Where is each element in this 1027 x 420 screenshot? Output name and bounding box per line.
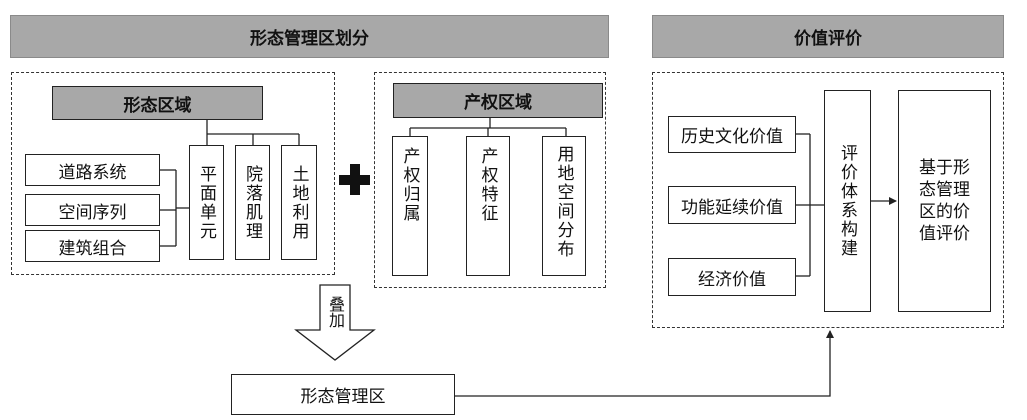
form-items-bracket: [160, 169, 189, 247]
evaluation-system-construction-label: 评价体系构建: [837, 144, 857, 258]
result-to-evaluation-connector: [455, 330, 834, 397]
form-item-spatial-sequence: 空间序列: [25, 194, 160, 226]
right-section-banner: 价值评价: [652, 15, 1004, 58]
plus-icon: [339, 164, 370, 195]
value-evaluation-container: [652, 72, 1004, 328]
property-column-ownership: 产权归属: [392, 136, 428, 276]
form-header-connector: [206, 120, 300, 145]
value-evaluation-output-label: 基于形 态管理 区的价 值评价: [919, 158, 970, 244]
form-column-land-use-label: 土地利用: [288, 164, 309, 241]
property-column-land-distribution-label: 用地空间分布: [553, 145, 574, 259]
result-form-management-area: 形态管理区: [231, 374, 455, 415]
property-header-connector: [409, 118, 567, 136]
property-column-ownership-label: 产权归属: [399, 147, 420, 223]
value-economic: 经济价值: [668, 258, 796, 296]
form-column-courtyard-texture-label: 院落肌理: [242, 164, 262, 241]
property-area-header: 产权区域: [393, 83, 603, 118]
form-column-plan-unit-label: 平面单元: [196, 164, 216, 241]
form-column-courtyard-texture: 院落肌理: [235, 145, 270, 260]
form-item-road-system: 道路系统: [25, 154, 160, 186]
property-column-characteristics-label: 产权特征: [477, 147, 498, 223]
evaluation-system-construction: 评价体系构建: [824, 90, 871, 312]
overlay-arrow-icon: [294, 284, 376, 361]
form-column-land-use: 土地利用: [281, 145, 317, 260]
form-item-building-group: 建筑组合: [25, 230, 160, 262]
left-section-banner: 形态管理区划分: [10, 15, 609, 58]
form-area-header: 形态区域: [52, 86, 263, 120]
overlay-label: 叠加: [326, 296, 345, 328]
value-evaluation-output: 基于形 态管理 区的价 值评价: [898, 90, 991, 312]
form-area-container: [11, 72, 335, 275]
values-bracket: [796, 133, 824, 277]
property-area-container: [374, 72, 606, 288]
property-column-characteristics: 产权特征: [466, 136, 510, 276]
value-historical-cultural: 历史文化价值: [668, 116, 796, 153]
form-column-plan-unit: 平面单元: [189, 145, 224, 260]
value-functional-continuity: 功能延续价值: [668, 186, 796, 224]
property-column-land-distribution: 用地空间分布: [542, 136, 586, 276]
